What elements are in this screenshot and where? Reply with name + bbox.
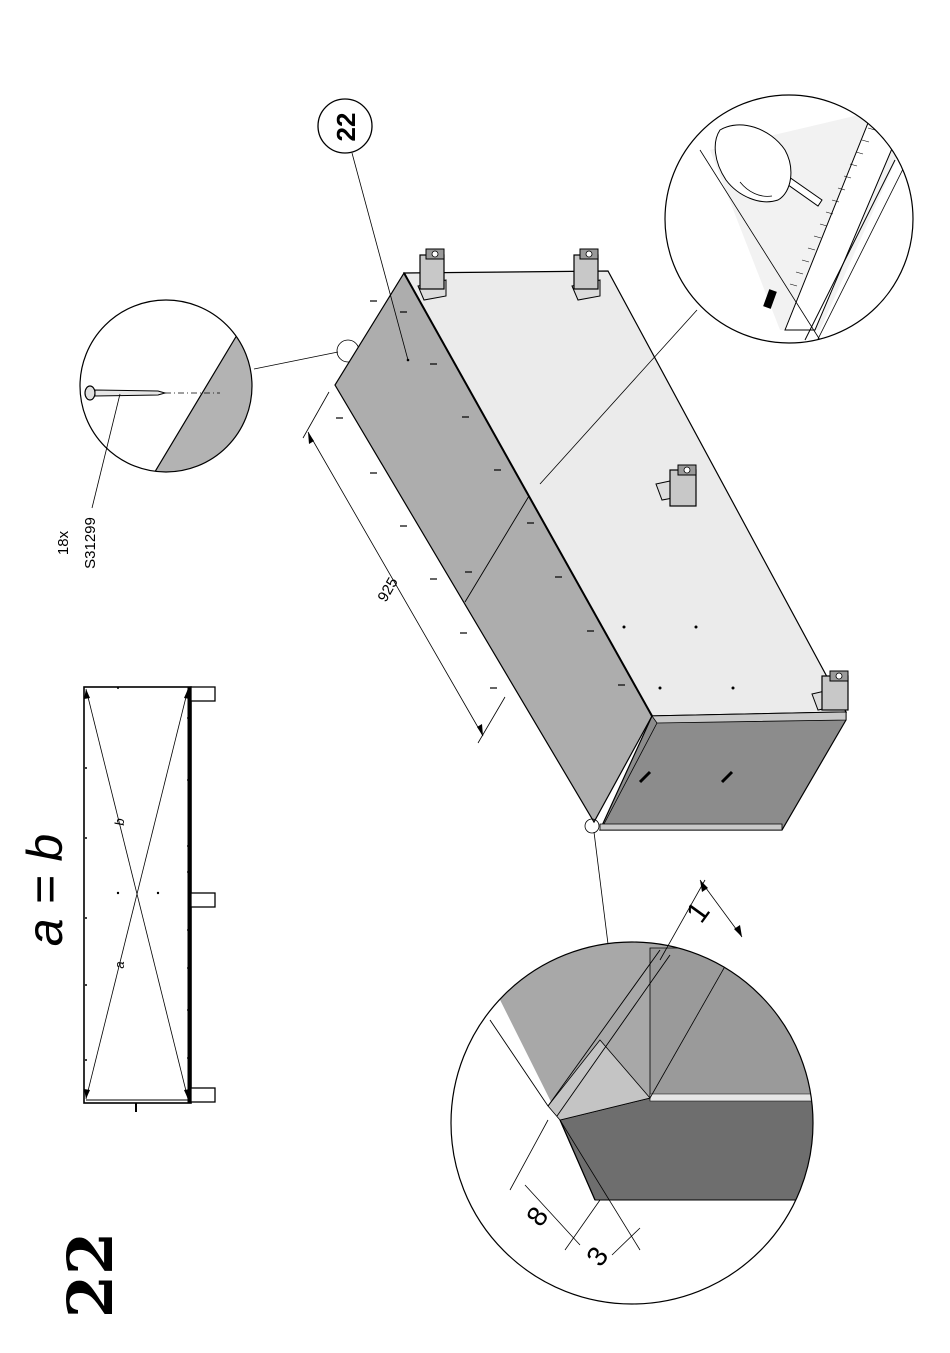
adjustable-foot-icon (418, 249, 446, 300)
nail-detail-magnifier: 18x S31299 (55, 300, 359, 569)
step-number: 22 (54, 1232, 127, 1318)
foot-icon (191, 687, 215, 701)
svg-text:a = b: a = b (17, 834, 73, 947)
svg-text:22: 22 (54, 1232, 127, 1318)
svg-text:22: 22 (331, 113, 361, 142)
diagonal-check-diagram: a b (84, 687, 215, 1112)
edge-detail-magnifier: 1 8 3 (420, 819, 820, 1304)
adjustable-foot-icon (572, 249, 600, 300)
foot-icon (191, 1088, 215, 1102)
foot-icon (191, 893, 215, 907)
diagonal-label-a: a (112, 961, 127, 968)
diagonal-formula: a = b (17, 834, 73, 947)
diagonal-label-b: b (112, 818, 127, 825)
nail-quantity: 18x (55, 530, 72, 555)
nail-part-code: S31299 (82, 517, 99, 569)
dimension-925-label: 925 (374, 575, 401, 605)
dimension-1-label: 1 (680, 896, 717, 929)
